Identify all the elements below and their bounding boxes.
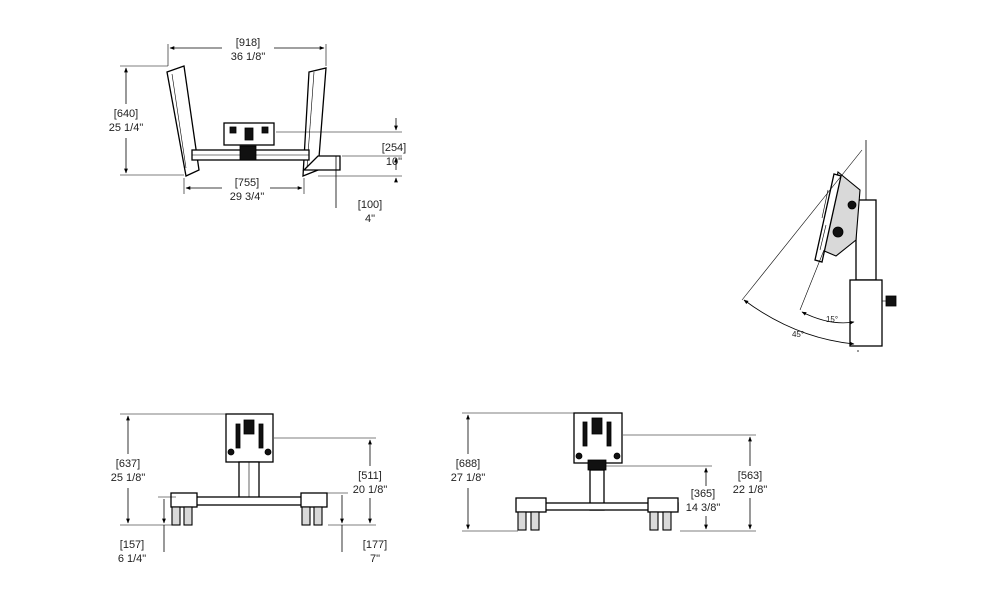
mount-offset-mm: [254] — [382, 142, 406, 154]
dim-base-offset: [100] 4" — [318, 156, 402, 225]
front-max-height-mm: [637] — [116, 458, 140, 470]
dim-side-mount-height: [563] 22 1/8" — [623, 434, 768, 532]
tilt-view: 15° 45° — [741, 140, 897, 352]
front-view: [637] 25 1/8" [511] 20 1/8" [157] 6 1/4"… — [111, 413, 388, 565]
dim-side-max-height: [688] 27 1/8" — [451, 412, 574, 532]
front-right-caster — [300, 492, 328, 508]
side-max-height-inch: 27 1/8" — [451, 472, 486, 484]
tilt-15-line — [799, 249, 825, 311]
dim-front-mount-height: [511] 20 1/8" — [274, 437, 388, 526]
front-view-cart — [170, 413, 328, 526]
angle-45-label: 45° — [792, 330, 804, 339]
overall-width-mm: [918] — [236, 37, 260, 49]
overall-depth-inch: 25 1/4" — [109, 122, 144, 134]
front-base-height-mm: [177] — [363, 539, 387, 551]
overall-width-inch: 36 1/8" — [231, 51, 266, 63]
top-view: [918] 36 1/8" [640] 25 1/4" [755] 29 3/4… — [109, 37, 406, 225]
display-plate — [814, 173, 842, 263]
column-top — [239, 145, 257, 161]
tilt-view-cart — [814, 140, 897, 352]
side-left-caster — [515, 497, 547, 513]
arc-45 — [743, 299, 855, 346]
front-base-bar — [175, 496, 323, 506]
front-max-height-inch: 25 1/8" — [111, 472, 146, 484]
dim-front-max-height: [637] 25 1/8" — [111, 413, 226, 526]
side-column-height-mm: [365] — [691, 488, 715, 500]
lower-column — [849, 279, 883, 347]
angle-15-label: 15° — [826, 315, 838, 324]
tilt-45-line — [741, 149, 863, 301]
mount-offset-inch: 10" — [386, 156, 402, 168]
base-offset-inch: 4" — [365, 213, 375, 225]
side-view: [688] 27 1/8" [563] 22 1/8" [365] 14 3/8… — [451, 412, 768, 532]
dim-overall-width: [918] 36 1/8" — [167, 37, 327, 66]
base-width-inch: 29 3/4" — [230, 191, 265, 203]
upper-column — [855, 199, 877, 281]
side-max-height-mm: [688] — [456, 458, 480, 470]
side-column-collar — [587, 459, 607, 471]
dim-base-width: [755] 29 3/4" — [183, 177, 305, 203]
side-mount-height-inch: 22 1/8" — [733, 484, 768, 496]
side-right-caster — [647, 497, 679, 513]
top-view-cart — [166, 65, 341, 177]
dim-front-min-height: [157] 6 1/4" — [118, 496, 176, 565]
dim-mount-offset: [254] 10" — [276, 118, 406, 170]
base-offset-mm: [100] — [358, 199, 382, 211]
front-mount-height-inch: 20 1/8" — [353, 484, 388, 496]
side-mount-height-mm: [563] — [738, 470, 762, 482]
front-base-height-inch: 7" — [370, 553, 380, 565]
side-column-height-inch: 14 3/8" — [686, 502, 721, 514]
dim-overall-depth: [640] 25 1/4" — [109, 65, 184, 176]
height-knob — [885, 295, 897, 307]
front-min-height-mm: [157] — [120, 539, 144, 551]
side-view-cart — [515, 412, 679, 531]
base-width-mm: [755] — [235, 177, 259, 189]
dim-side-column-height: [365] 14 3/8" — [606, 465, 721, 530]
front-left-caster — [170, 492, 198, 508]
front-mount-height-mm: [511] — [358, 470, 382, 482]
front-min-height-inch: 6 1/4" — [118, 553, 146, 565]
dim-front-base-height: [177] 7" — [322, 492, 387, 565]
overall-depth-mm: [640] — [114, 108, 138, 120]
